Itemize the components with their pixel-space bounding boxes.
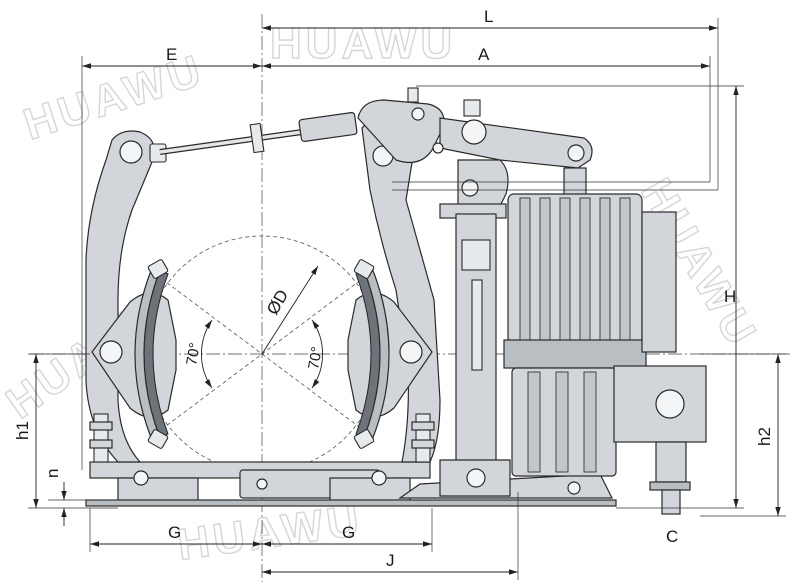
base-foot-right bbox=[329, 477, 411, 503]
thruster-side-box bbox=[641, 211, 677, 353]
ground-line bbox=[85, 499, 617, 507]
base-pin-actuator bbox=[567, 481, 581, 495]
cable-gland-body bbox=[655, 441, 687, 483]
push-rod-slot bbox=[471, 279, 483, 371]
left-shoe-top-bolt bbox=[147, 259, 169, 279]
left-arm bbox=[85, 130, 167, 463]
right-shoe-top-bolt bbox=[353, 259, 375, 279]
lever-small-pin bbox=[411, 107, 425, 121]
push-rod-foot-pin bbox=[466, 468, 486, 488]
left-shoe-bottom-bolt bbox=[147, 429, 169, 449]
label-G-left: G bbox=[168, 523, 181, 542]
thruster-fin-3 bbox=[559, 197, 571, 341]
right-adjuster-nut-1 bbox=[411, 421, 435, 431]
left-shoe-pin bbox=[99, 340, 123, 364]
push-rod bbox=[439, 159, 511, 497]
tie-rod-sleeve bbox=[298, 111, 358, 143]
left-arm-top-pin bbox=[119, 140, 143, 164]
label-L: L bbox=[484, 7, 493, 26]
thruster-lower-fin-3 bbox=[583, 371, 597, 473]
thruster bbox=[503, 167, 707, 515]
dimensions: L E A H h2 h1 n G bbox=[13, 7, 786, 580]
thruster-fin-1 bbox=[519, 197, 531, 341]
left-adjuster-nut-1 bbox=[89, 421, 113, 431]
thruster-fin-5 bbox=[599, 197, 611, 341]
right-adjuster-nut-2 bbox=[411, 439, 435, 449]
tie-rod bbox=[159, 111, 358, 155]
thruster-fin-2 bbox=[539, 197, 551, 341]
left-adjuster-bolt bbox=[93, 413, 109, 463]
thruster-lower-fin-2 bbox=[555, 371, 569, 473]
thruster-lower-fin-1 bbox=[527, 371, 541, 473]
right-shoe bbox=[347, 259, 433, 449]
watermark-top: HUAWU bbox=[270, 19, 456, 68]
cable-gland-tail bbox=[661, 489, 681, 515]
label-C: C bbox=[666, 527, 678, 546]
angle-arc-left bbox=[200, 319, 213, 389]
watermark-bottom: HUAWU bbox=[175, 495, 366, 569]
thruster-fin-6 bbox=[619, 197, 631, 341]
left-shoe bbox=[91, 259, 177, 449]
top-lever bbox=[357, 87, 593, 169]
right-shoe-bottom-bolt bbox=[353, 429, 375, 449]
label-h1: h1 bbox=[13, 421, 32, 440]
label-G-right: G bbox=[342, 523, 355, 542]
left-adjuster-nut-2 bbox=[89, 439, 113, 449]
lever-main-pin bbox=[461, 119, 487, 145]
tie-rod-highlight bbox=[159, 130, 303, 154]
left-arm-body bbox=[85, 130, 155, 463]
base-foot-left bbox=[117, 477, 199, 503]
label-J: J bbox=[386, 551, 395, 570]
lever-end-pin bbox=[567, 144, 585, 162]
lever-top-screw bbox=[407, 87, 419, 103]
junction-box-gland bbox=[655, 389, 685, 419]
adjuster-bolts bbox=[89, 413, 435, 463]
watermark-left: HUAWU bbox=[18, 45, 210, 149]
label-n: n bbox=[43, 469, 62, 478]
label-H: H bbox=[724, 287, 736, 306]
thruster-fin-4 bbox=[579, 197, 591, 341]
right-adjuster-bolt bbox=[415, 413, 431, 463]
label-E: E bbox=[166, 45, 177, 64]
base-pin-center bbox=[256, 478, 268, 490]
diameter-leader bbox=[261, 265, 319, 355]
base-plate bbox=[85, 461, 617, 507]
angle-label-left: 70° bbox=[183, 341, 204, 366]
base-pin-left bbox=[133, 470, 149, 486]
lever-top-block bbox=[463, 99, 481, 117]
thruster-flange bbox=[503, 339, 647, 369]
lever-aux-pin bbox=[432, 142, 444, 154]
label-h2: h2 bbox=[755, 427, 774, 446]
cable-gland-nut bbox=[649, 481, 691, 491]
right-shoe-pin bbox=[399, 340, 423, 364]
base-pin-right bbox=[371, 470, 387, 486]
label-A: A bbox=[478, 45, 490, 64]
push-rod-head-pin bbox=[461, 179, 479, 197]
angle-arc-right bbox=[311, 319, 324, 389]
tie-rod-spring-nut bbox=[249, 122, 265, 154]
push-rod-window bbox=[461, 239, 491, 271]
angle-label-right: 70° bbox=[305, 345, 326, 370]
